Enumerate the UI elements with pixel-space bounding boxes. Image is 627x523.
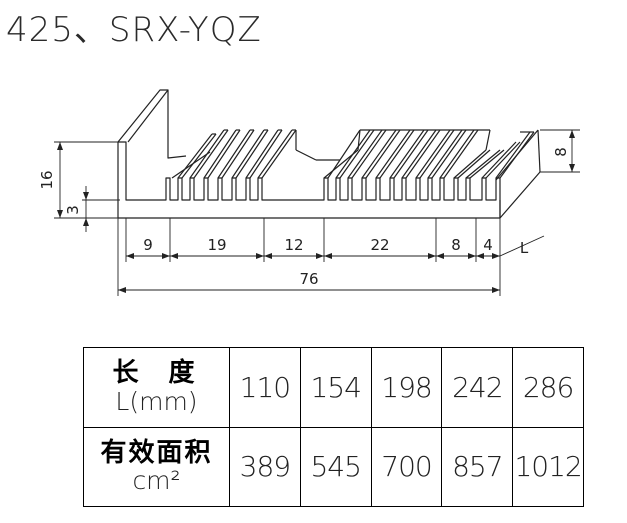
table-cell: 242: [441, 347, 514, 428]
row-label-length: 长度 L(mm): [83, 347, 230, 428]
row-label-area: 有效面积 cm²: [83, 426, 230, 507]
dim-total-width: 76: [299, 270, 318, 288]
product-title: 425、SRX-YQZ: [6, 10, 262, 50]
profile-front-outline: [117, 141, 501, 219]
table-cell: 700: [370, 426, 443, 507]
table-cell: 110: [229, 347, 301, 428]
dim-length: L: [520, 239, 529, 257]
dim-seg-3: 12: [284, 236, 303, 254]
profile-top-back-edge: [127, 89, 169, 143]
label-length-unit: L(mm): [115, 386, 198, 416]
dim-seg-4: 22: [370, 236, 389, 254]
dim-seg-5: 8: [451, 236, 461, 254]
table-cell: 389: [229, 426, 301, 507]
spec-table: 长度 L(mm) 110 154 198 242 286 有效面积 cm² 38…: [83, 347, 584, 507]
dim-base-thickness: 3: [64, 205, 82, 215]
table-row-area: 有效面积 cm² 389 545 700 857 1012: [83, 426, 584, 507]
dim-seg-1: 9: [143, 236, 153, 254]
heatsink-profile-drawing: 16 3 8 9 19 12 22 8 4 76 L: [38, 89, 580, 296]
dim-height-total: 16: [38, 170, 56, 189]
table-cell: 286: [512, 347, 584, 428]
dim-seg-2: 19: [207, 236, 226, 254]
label-length-cn: 长度: [112, 358, 225, 389]
table-cell: 198: [370, 347, 443, 428]
dim-right-height: 8: [552, 147, 570, 157]
profile-back-outline: [117, 89, 187, 159]
table-row-length: 长度 L(mm) 110 154 198 242 286: [83, 347, 584, 428]
table-cell: 1012: [512, 426, 584, 507]
label-area-unit: cm²: [132, 466, 181, 496]
table-cell: 857: [441, 426, 514, 507]
dim-seg-6: 4: [483, 236, 493, 254]
table-cell: 545: [299, 426, 372, 507]
table-cell: 154: [299, 347, 372, 428]
label-area-cn: 有效面积: [100, 437, 213, 468]
